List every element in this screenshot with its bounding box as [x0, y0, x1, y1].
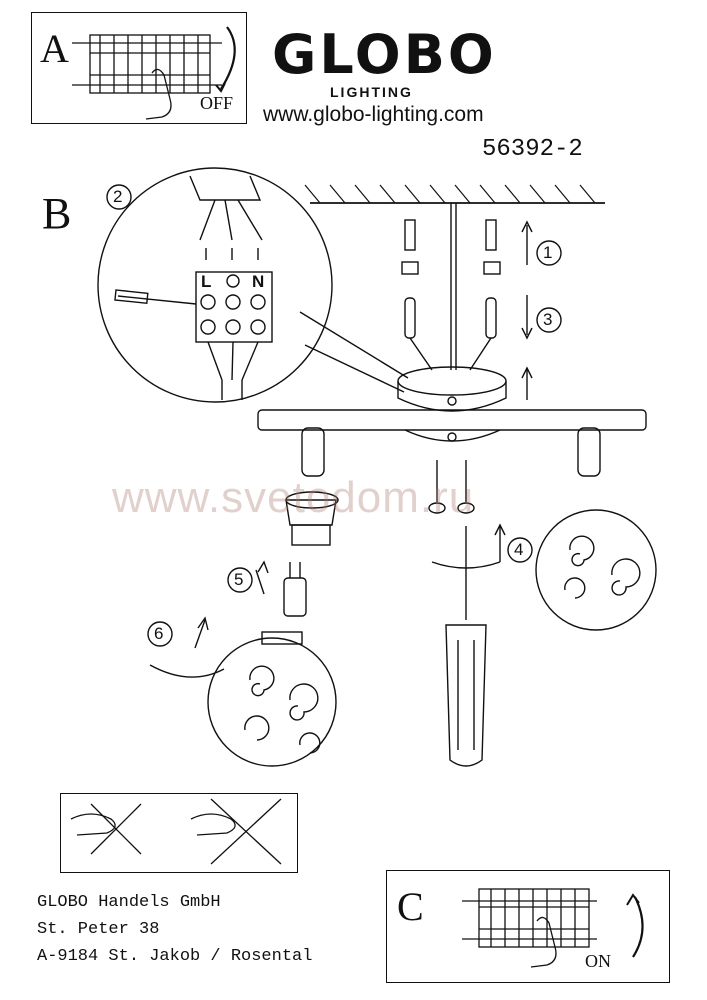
left-glass-globe — [207, 637, 337, 767]
step-a-letter: A — [40, 26, 69, 71]
brand-sub: LIGHTING — [330, 84, 413, 100]
step-number-4: 4 — [514, 540, 524, 559]
step-c-letter: C — [397, 884, 424, 929]
step-a-state-label: OFF — [200, 93, 234, 113]
hands-warning-illustration — [70, 798, 282, 865]
step-a-box: A OFF — [31, 12, 247, 124]
terminal-label-n: N — [252, 272, 265, 291]
step-number-2: 2 — [113, 187, 123, 206]
breaker-off-illustration — [72, 26, 236, 120]
step-number-1: 1 — [543, 243, 553, 262]
step-c-state-label: ON — [585, 951, 611, 971]
step-number-3: 3 — [543, 310, 553, 329]
terminal-label-l: L — [201, 272, 212, 291]
step-c-box: C ON — [386, 870, 670, 983]
model-number: 56392-2 — [482, 136, 583, 163]
breaker-on-illustration — [462, 888, 644, 968]
footer-street: St. Peter 38 — [37, 920, 160, 939]
step-number-5: 5 — [234, 570, 244, 589]
wiring-detail-circle — [97, 167, 333, 403]
footer-company: GLOBO Handels GmbH — [37, 893, 221, 912]
brand-logo: GLOBO — [272, 23, 497, 86]
step-number-6: 6 — [154, 624, 164, 643]
footer-city: A-9184 St. Jakob / Rosental — [37, 947, 313, 966]
no-bare-hands-warning-box — [60, 793, 298, 873]
watermark: www.svetodom.ru — [112, 473, 475, 522]
website-link[interactable]: www.globo-lighting.com — [263, 103, 484, 126]
step-b-letter: B — [42, 189, 72, 238]
right-glass-globe — [535, 509, 657, 631]
